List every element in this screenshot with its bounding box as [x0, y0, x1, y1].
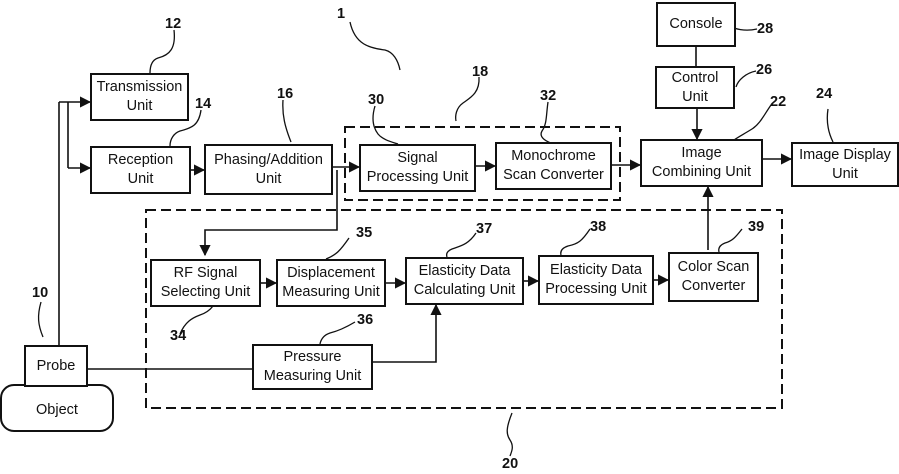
ref-36: 36: [357, 312, 373, 328]
elasticity-data-calculating-unit: Elasticity Data Calculating Unit: [405, 257, 524, 305]
leader-22: [734, 105, 771, 140]
ref-18: 18: [472, 64, 488, 80]
leader-16: [283, 100, 291, 142]
phasing-addition-unit: Phasing/Addition Unit: [204, 144, 333, 195]
leader-32: [541, 102, 553, 144]
control-unit: Control Unit: [655, 66, 735, 109]
group-20-outline: [146, 210, 782, 408]
console: Console: [656, 2, 736, 47]
leader-26: [736, 71, 756, 87]
ref-32: 32: [540, 88, 556, 104]
image-display-unit: Image Display Unit: [791, 142, 899, 187]
ref-34: 34: [170, 328, 186, 344]
monochrome-scan-converter: Monochrome Scan Converter: [495, 142, 612, 190]
ref-35: 35: [356, 225, 372, 241]
elasticity-data-processing-unit: Elasticity Data Processing Unit: [538, 255, 654, 305]
leader-24: [827, 109, 833, 142]
ref-1: 1: [337, 6, 345, 22]
leader-38: [561, 229, 590, 255]
ref-16: 16: [277, 86, 293, 102]
leader-28: [734, 28, 757, 30]
transmission-unit: Transmission Unit: [90, 73, 189, 121]
leader-39: [719, 229, 742, 252]
image-combining-unit: Image Combining Unit: [640, 139, 763, 187]
leader-35: [326, 238, 349, 259]
object: Object: [0, 384, 114, 432]
color-scan-converter: Color Scan Converter: [668, 252, 759, 302]
leader-36: [320, 322, 355, 344]
ref-20: 20: [502, 456, 518, 472]
ref-26: 26: [756, 62, 772, 78]
ref-28: 28: [757, 21, 773, 37]
leader-1: [350, 22, 400, 70]
ref-37: 37: [476, 221, 492, 237]
ref-10: 10: [32, 285, 48, 301]
pressure-to-calc-arrow: [373, 305, 436, 362]
probe: Probe: [24, 345, 88, 387]
ref-22: 22: [770, 94, 786, 110]
leader-37: [447, 233, 476, 257]
displacement-measuring-unit: Displacement Measuring Unit: [276, 259, 386, 307]
pressure-measuring-unit: Pressure Measuring Unit: [252, 344, 373, 390]
leader-18: [456, 77, 479, 121]
ref-30: 30: [368, 92, 384, 108]
ref-38: 38: [590, 219, 606, 235]
leader-20: [507, 413, 512, 456]
ref-24: 24: [816, 86, 832, 102]
leader-12: [150, 30, 174, 73]
ref-39: 39: [748, 219, 764, 235]
ref-14: 14: [195, 96, 211, 112]
leader-30: [373, 106, 398, 144]
ref-12: 12: [165, 16, 181, 32]
reception-unit: Reception Unit: [90, 146, 191, 194]
leader-10: [39, 302, 43, 337]
rf-signal-selecting-unit: RF Signal Selecting Unit: [150, 259, 261, 307]
signal-processing-unit: Signal Processing Unit: [359, 144, 476, 192]
